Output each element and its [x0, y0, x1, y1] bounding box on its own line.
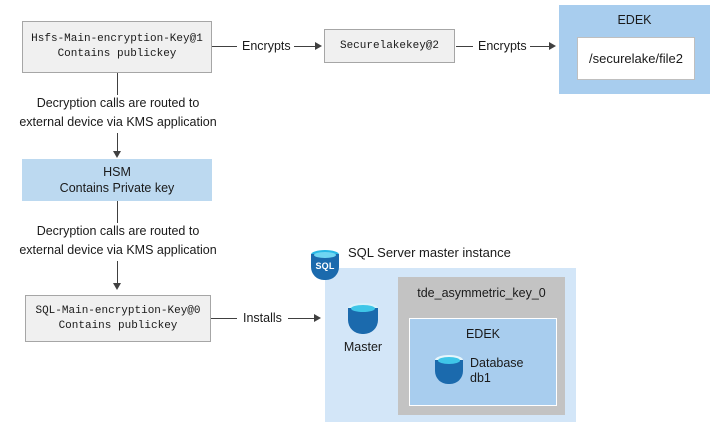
connector-line: [211, 318, 237, 319]
securelakekey-line1: Securelakekey@2: [339, 39, 440, 52]
database-db1-icon: [435, 355, 463, 386]
node-hsm: HSM Contains Private key: [22, 159, 212, 201]
hsfs-key-line2: Contains publickey: [57, 48, 177, 60]
database-db1-label: Database db1: [470, 356, 524, 386]
edge-label-encrypts-1: Encrypts: [242, 39, 291, 53]
connector-line: [288, 318, 315, 319]
sql-database-icon: SQL: [310, 250, 340, 284]
connector-line: [456, 46, 473, 47]
decryption-route-2-line1: Decryption calls are routed to: [36, 224, 200, 238]
node-edek-file-container: EDEK /securelake/file2: [559, 5, 710, 94]
database-db1-line2: db1: [470, 371, 491, 385]
edek-file-path: /securelake/file2: [589, 51, 683, 66]
master-database-label: Master: [343, 340, 383, 354]
node-sql-main-encryption-key: SQL-Main-encryption-Key@0 Contains publi…: [25, 295, 211, 342]
edge-label-encrypts-2: Encrypts: [478, 39, 527, 53]
database-db1-line1: Database: [470, 356, 524, 370]
connector-line: [294, 46, 316, 47]
arrow-head-icon: [315, 41, 322, 50]
connector-line: [530, 46, 550, 47]
edge-label-decryption-route-2: Decryption calls are routed to external …: [0, 222, 236, 260]
node-hsfs-main-encryption-key: Hsfs-Main-encryption-Key@1 Contains publ…: [22, 21, 212, 73]
connector-line: [212, 46, 237, 47]
node-edek-database-container: EDEK: [409, 318, 557, 406]
hsm-line1: HSM: [103, 165, 131, 179]
decryption-route-1-line1: Decryption calls are routed to: [36, 96, 200, 110]
connector-line: [117, 261, 118, 284]
tde-key-title: tde_asymmetric_key_0: [417, 286, 546, 300]
edek-db-title: EDEK: [465, 327, 501, 341]
edge-label-decryption-route-1: Decryption calls are routed to external …: [0, 94, 236, 132]
sql-instance-title: SQL Server master instance: [348, 245, 511, 260]
sql-key-line1: SQL-Main-encryption-Key@0: [35, 304, 201, 317]
edek-file-value-box: /securelake/file2: [577, 37, 695, 80]
connector-line: [117, 73, 118, 95]
decryption-route-1-line2: external device via KMS application: [19, 115, 217, 129]
sql-key-line2: Contains publickey: [58, 319, 178, 332]
arrow-head-icon: [549, 41, 556, 50]
arrow-head-icon: [113, 151, 121, 158]
edge-label-installs: Installs: [243, 311, 282, 325]
arrow-head-icon: [113, 283, 121, 290]
arrow-head-icon: [314, 313, 321, 322]
hsm-line2: Contains Private key: [59, 181, 175, 195]
master-database-icon: [348, 303, 378, 336]
node-securelakekey: Securelakekey@2: [324, 29, 455, 63]
edek-file-title: EDEK: [617, 13, 652, 27]
connector-line: [117, 201, 118, 223]
connector-line: [117, 133, 118, 153]
hsfs-key-line1: Hsfs-Main-encryption-Key@1: [31, 33, 203, 45]
decryption-route-2-line2: external device via KMS application: [19, 243, 217, 257]
